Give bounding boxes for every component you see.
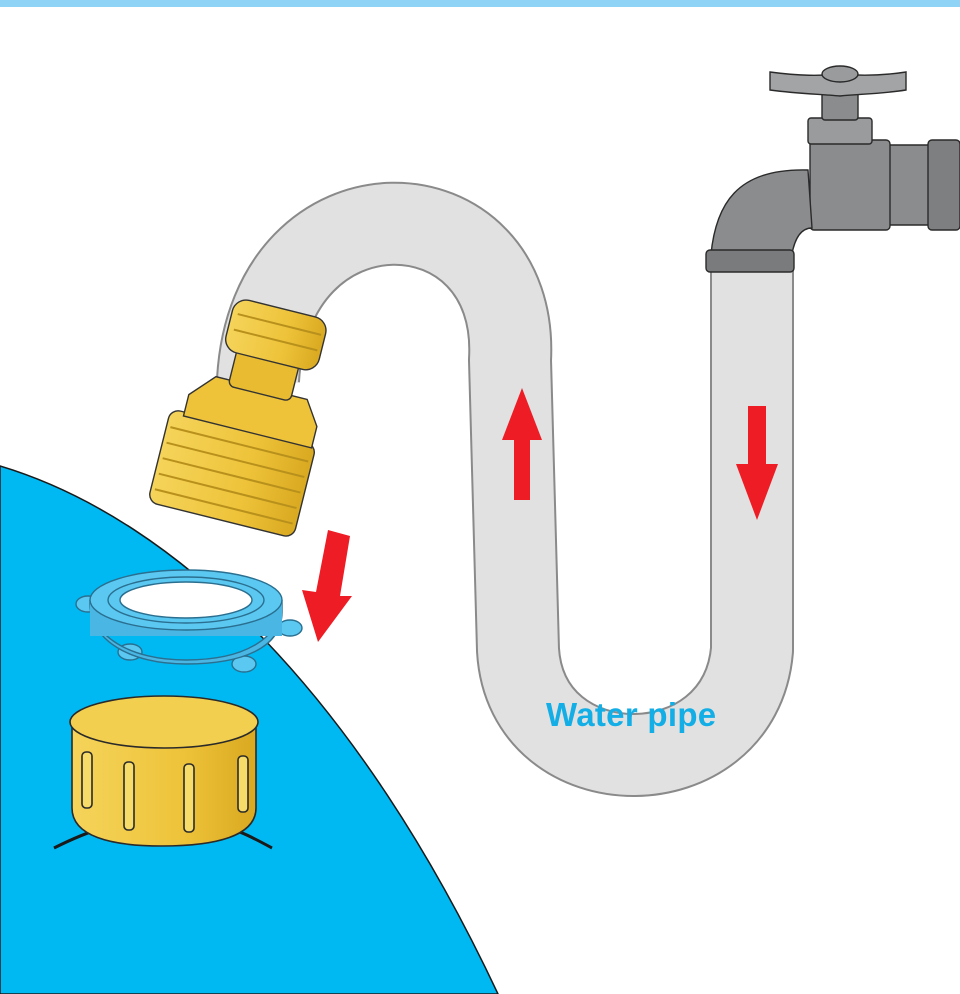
- arrow-down-icon: [302, 530, 352, 642]
- hose-connector-icon: [149, 299, 327, 537]
- water-pipe-label: Water pipe: [546, 696, 717, 733]
- arrow-up-icon: [502, 388, 542, 500]
- arrow-down-icon: [736, 406, 778, 520]
- tank-cap-icon: [53, 695, 273, 850]
- rubber-seal-ring-icon: [75, 569, 303, 673]
- faucet-icon: [705, 65, 960, 273]
- top-band: [0, 0, 960, 7]
- water-pipe: [216, 181, 794, 797]
